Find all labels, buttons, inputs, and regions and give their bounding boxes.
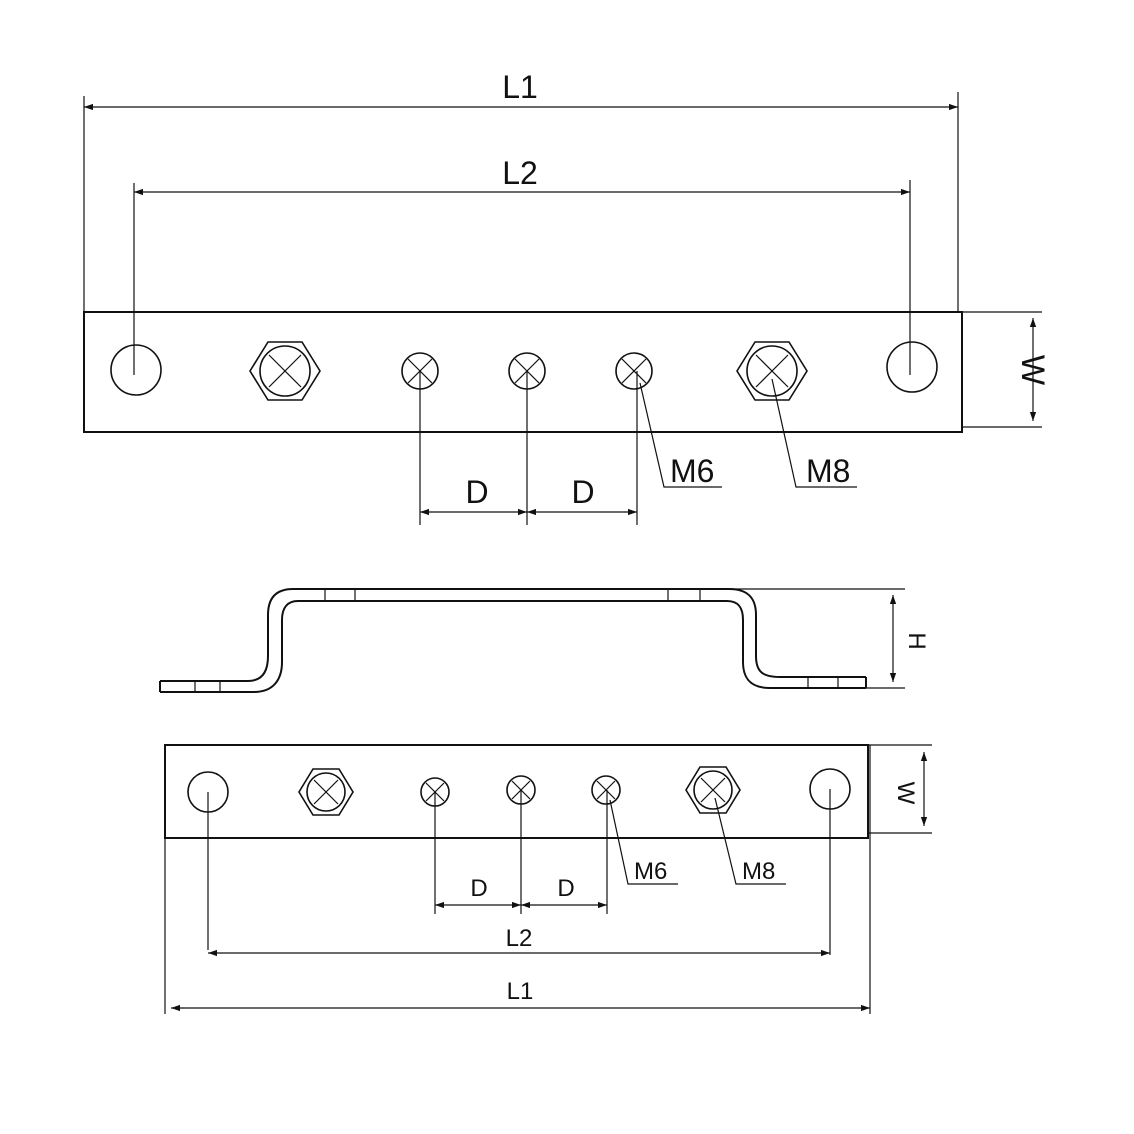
top-m8-bolt-right — [736, 341, 808, 401]
top-l2-label: L2 — [502, 155, 538, 191]
bottom-w-label: W — [892, 782, 919, 805]
top-m6-hole-3 — [615, 352, 653, 390]
bottom-m6-hole-3 — [591, 775, 621, 805]
top-m8-leader — [771, 378, 857, 488]
bottom-bar-outline — [164, 744, 869, 839]
top-mounting-hole-left — [110, 344, 162, 396]
side-profile-outer — [160, 588, 866, 682]
top-m8-bolt-left — [249, 341, 321, 401]
top-bar-outline — [83, 311, 963, 433]
bottom-view: W — [164, 744, 932, 1014]
bottom-m8-label: M8 — [742, 858, 775, 885]
bottom-l2-label: L2 — [506, 925, 533, 952]
bottom-m8-bolt-left — [298, 768, 354, 816]
top-m6-leader — [639, 382, 722, 488]
top-d-label-right: D — [571, 474, 594, 510]
top-m8-label: M8 — [806, 453, 850, 489]
top-view: L1 L2 W — [83, 69, 1051, 525]
bottom-d-label-right: D — [557, 875, 574, 902]
side-view: H — [159, 588, 930, 693]
bottom-l1-label: L1 — [507, 978, 534, 1005]
bottom-d-label-left: D — [470, 875, 487, 902]
bottom-m8-leader — [714, 797, 786, 885]
side-h-label: H — [903, 632, 930, 649]
bottom-m8-bolt-right — [685, 766, 741, 814]
bottom-m6-label: M6 — [634, 858, 667, 885]
top-mounting-hole-right — [886, 341, 938, 393]
top-w-label: W — [1015, 355, 1051, 386]
side-profile-inner — [160, 600, 866, 693]
top-m6-label: M6 — [670, 453, 714, 489]
top-d-label-left: D — [465, 474, 488, 510]
top-l1-label: L1 — [502, 69, 538, 105]
bottom-m6-leader — [609, 799, 678, 885]
